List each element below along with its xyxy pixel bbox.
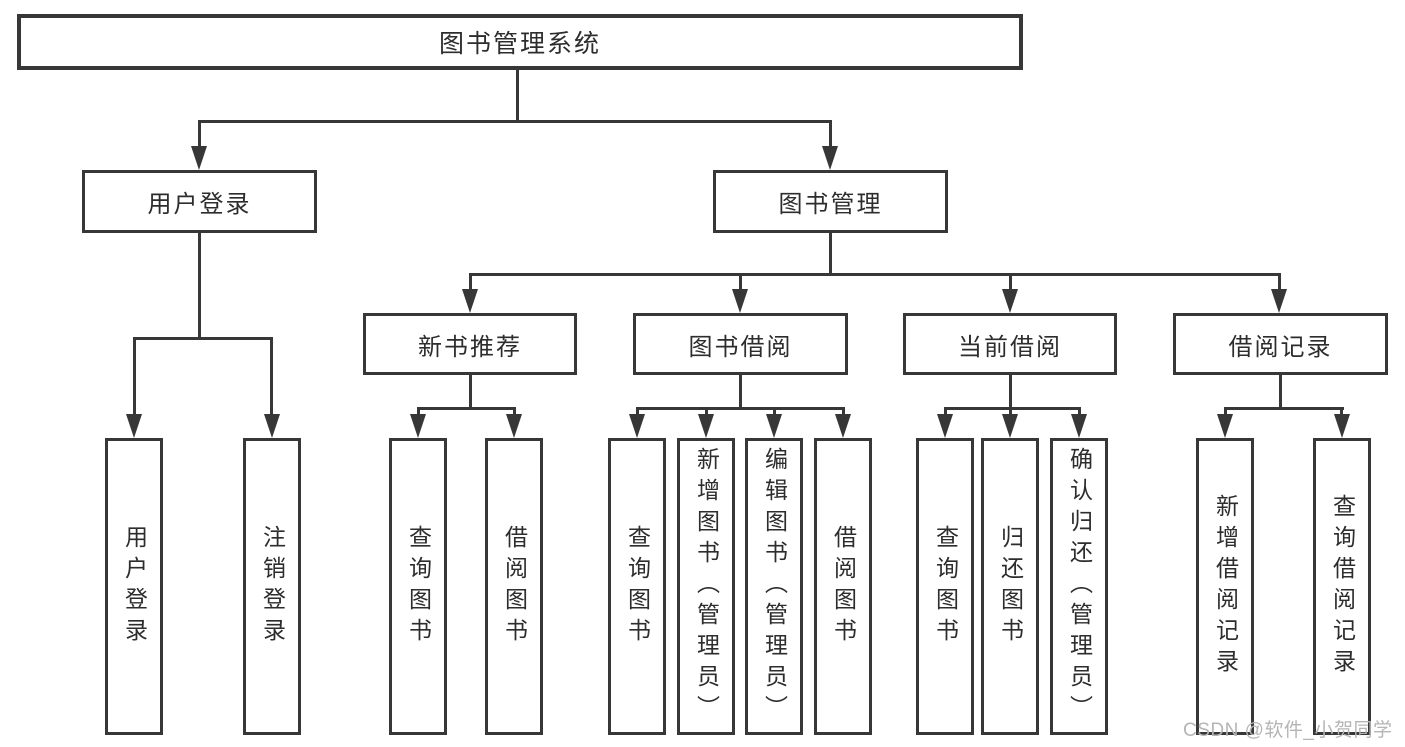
leaf-borrowing-borrow-books: 借阅图书 xyxy=(814,438,872,735)
connector-hline xyxy=(198,120,832,123)
leaf-recommend-query-books: 查询图书 xyxy=(389,438,447,735)
leaf-user-login: 用户登录 xyxy=(105,438,163,735)
connector-stem xyxy=(842,407,845,416)
leaf-current-confirm-return-admin: 确认归还（管理员） xyxy=(1050,438,1108,735)
connector-vline xyxy=(739,375,742,410)
leaf-records-add-record-label: 新增借阅记录 xyxy=(1212,493,1239,680)
leaf-user-login-label: 用户登录 xyxy=(121,524,148,649)
leaf-logout-label: 注销登录 xyxy=(259,524,286,649)
leaf-logout: 注销登录 xyxy=(243,438,301,735)
arrow-down-icon xyxy=(835,414,851,438)
arrow-down-icon xyxy=(1002,414,1018,438)
leaf-recommend-borrow-books-label: 借阅图书 xyxy=(501,524,528,649)
connector-hline xyxy=(469,273,1281,276)
connector-stem xyxy=(1224,407,1227,416)
connector-stem xyxy=(270,337,273,414)
arrow-down-icon xyxy=(506,414,522,438)
leaf-current-return-books: 归还图书 xyxy=(981,438,1039,735)
connector-stem xyxy=(1078,407,1081,416)
node-root-label: 图书管理系统 xyxy=(438,30,601,58)
leaf-current-query-books-label: 查询图书 xyxy=(932,524,959,649)
connector-stem xyxy=(1009,273,1012,289)
connector-stem xyxy=(705,407,708,416)
node-book-management-label: 图书管理 xyxy=(778,191,883,218)
node-book-management: 图书管理 xyxy=(713,170,948,233)
leaf-records-query-record-label: 查询借阅记录 xyxy=(1329,493,1356,680)
connector-hline xyxy=(1224,407,1344,410)
connector-stem xyxy=(1278,273,1281,289)
arrow-down-icon xyxy=(462,289,478,313)
arrow-down-icon xyxy=(1002,289,1018,313)
connector-stem xyxy=(739,273,742,289)
leaf-current-return-books-label: 归还图书 xyxy=(997,524,1024,649)
node-new-book-recommendation: 新书推荐 xyxy=(363,313,577,375)
connector-vline xyxy=(829,233,832,273)
connector-hline xyxy=(944,407,1081,410)
arrow-down-icon xyxy=(410,414,426,438)
arrow-down-icon xyxy=(822,146,838,170)
node-book-borrowing-label: 图书借阅 xyxy=(688,333,793,361)
arrow-down-icon xyxy=(264,414,280,438)
connector-hline xyxy=(417,407,516,410)
leaf-borrowing-add-books-admin-label: 新增图书（管理员） xyxy=(693,447,720,726)
connector-vline xyxy=(469,375,472,410)
connector-hline xyxy=(636,407,845,410)
connector-stem xyxy=(829,120,832,148)
node-borrowing-records-label: 借阅记录 xyxy=(1228,333,1333,361)
connector-stem xyxy=(133,337,136,414)
arrow-down-icon xyxy=(732,289,748,313)
node-current-borrowing: 当前借阅 xyxy=(903,313,1117,375)
connector-stem xyxy=(417,407,420,416)
leaf-recommend-query-books-label: 查询图书 xyxy=(405,524,432,649)
leaf-recommend-borrow-books: 借阅图书 xyxy=(485,438,543,735)
arrow-down-icon xyxy=(126,414,142,438)
node-borrowing-records: 借阅记录 xyxy=(1173,313,1388,375)
leaf-borrowing-edit-books-admin-label: 编辑图书（管理员） xyxy=(761,447,788,726)
connector-stem xyxy=(198,120,201,148)
connector-stem xyxy=(469,273,472,289)
connector-stem xyxy=(1009,407,1012,416)
leaf-current-query-books: 查询图书 xyxy=(916,438,974,735)
connector-stem xyxy=(636,407,639,416)
arrow-down-icon xyxy=(1334,414,1350,438)
node-book-borrowing: 图书借阅 xyxy=(633,313,848,375)
connector-stem xyxy=(1340,407,1343,416)
connector-vline xyxy=(1279,375,1282,410)
node-user-login: 用户登录 xyxy=(82,170,317,233)
leaf-current-confirm-return-admin-label: 确认归还（管理员） xyxy=(1066,447,1093,726)
leaf-records-add-record: 新增借阅记录 xyxy=(1196,438,1254,735)
leaf-borrowing-borrow-books-label: 借阅图书 xyxy=(830,524,857,649)
leaf-records-query-record: 查询借阅记录 xyxy=(1313,438,1371,735)
node-root: 图书管理系统 xyxy=(17,14,1023,70)
leaf-borrowing-edit-books-admin: 编辑图书（管理员） xyxy=(745,438,803,735)
connector-stem xyxy=(513,407,516,416)
arrow-down-icon xyxy=(1271,289,1287,313)
leaf-borrowing-add-books-admin: 新增图书（管理员） xyxy=(677,438,735,735)
connector-vline xyxy=(1009,375,1012,410)
node-current-borrowing-label: 当前借阅 xyxy=(958,333,1062,361)
arrow-down-icon xyxy=(629,414,645,438)
csdn-watermark: CSDN @软件_小贺同学 xyxy=(1183,720,1393,741)
arrow-down-icon xyxy=(1217,414,1233,438)
leaf-borrowing-query-books-label: 查询图书 xyxy=(624,524,651,649)
arrow-down-icon xyxy=(937,414,953,438)
arrow-down-icon xyxy=(766,414,782,438)
arrow-down-icon xyxy=(1071,414,1087,438)
node-user-login-label: 用户登录 xyxy=(147,191,252,218)
leaf-borrowing-query-books: 查询图书 xyxy=(608,438,666,735)
arrow-down-icon xyxy=(698,414,714,438)
connector-hline xyxy=(133,337,273,340)
connector-vline xyxy=(516,70,519,120)
arrow-down-icon xyxy=(191,146,207,170)
node-new-book-recommendation-label: 新书推荐 xyxy=(418,333,522,361)
connector-stem xyxy=(944,407,947,416)
connector-vline xyxy=(198,233,201,337)
connector-stem xyxy=(773,407,776,416)
